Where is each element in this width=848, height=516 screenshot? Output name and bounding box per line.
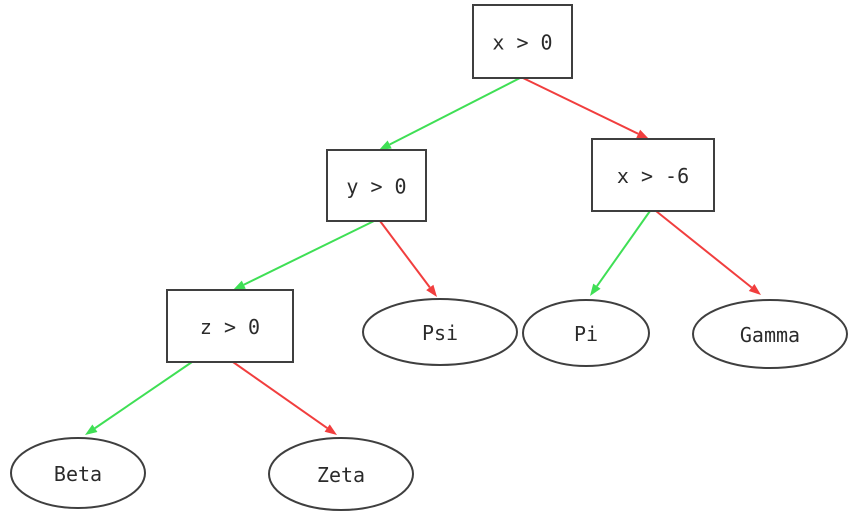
node-label-cond-x-gt-m6: x > -6 [617, 164, 689, 188]
node-leaf-gamma: Gamma [692, 299, 848, 369]
arrowhead-false-cond-y-gt-0-to-leaf-psi [426, 284, 437, 297]
arrowhead-true-cond-y-gt-0-to-cond-z-gt-0 [233, 280, 246, 290]
edge-false-cond-x-gt-0-to-cond-x-gt-m6 [522, 77, 639, 135]
node-label-cond-z-gt-0: z > 0 [200, 315, 260, 339]
node-leaf-zeta: Zeta [268, 437, 414, 511]
node-label-cond-y-gt-0: y > 0 [346, 174, 406, 198]
node-label-leaf-beta: Beta [54, 462, 102, 486]
node-shape-leaf-gamma [692, 299, 848, 369]
node-leaf-pi: Pi [522, 299, 650, 367]
edge-true-cond-y-gt-0-to-cond-z-gt-0 [243, 220, 375, 286]
edge-true-cond-x-gt-0-to-cond-y-gt-0 [389, 77, 521, 146]
node-leaf-beta: Beta [10, 437, 146, 509]
node-label-cond-x-gt-0: x > 0 [492, 30, 552, 54]
node-shape-leaf-zeta [268, 437, 414, 511]
arrowhead-false-cond-x-gt-m6-to-leaf-gamma [748, 283, 761, 295]
node-shape-leaf-pi [522, 299, 650, 367]
arrowhead-true-cond-x-gt-0-to-cond-y-gt-0 [379, 140, 392, 150]
edge-false-cond-x-gt-m6-to-leaf-gamma [655, 210, 753, 289]
node-label-leaf-gamma: Gamma [740, 323, 800, 347]
node-shape-leaf-psi [362, 298, 518, 366]
arrowhead-false-cond-x-gt-0-to-cond-x-gt-m6 [636, 129, 649, 139]
node-shape-cond-z-gt-0 [166, 289, 294, 363]
edge-false-cond-y-gt-0-to-leaf-psi [379, 220, 431, 288]
node-shape-leaf-beta [10, 437, 146, 509]
arrowhead-true-cond-x-gt-m6-to-leaf-pi [590, 283, 601, 296]
node-cond-z-gt-0: z > 0 [166, 289, 294, 363]
edge-true-cond-z-gt-0-to-leaf-beta [94, 361, 193, 430]
node-label-leaf-psi: Psi [422, 321, 458, 345]
arrowhead-false-cond-z-gt-0-to-leaf-zeta [324, 424, 337, 435]
node-label-leaf-pi: Pi [574, 322, 598, 346]
node-leaf-psi: Psi [362, 298, 518, 366]
node-cond-y-gt-0: y > 0 [326, 149, 427, 222]
edge-true-cond-x-gt-m6-to-leaf-pi [596, 210, 651, 287]
node-shape-cond-x-gt-0 [472, 4, 573, 79]
node-cond-x-gt-0: x > 0 [472, 4, 573, 79]
node-shape-cond-x-gt-m6 [591, 138, 715, 212]
edges-layer [85, 77, 761, 435]
node-cond-x-gt-m6: x > -6 [591, 138, 715, 212]
edge-false-cond-z-gt-0-to-leaf-zeta [232, 361, 328, 429]
node-label-leaf-zeta: Zeta [317, 463, 365, 487]
node-shape-cond-y-gt-0 [326, 149, 427, 222]
arrowhead-true-cond-z-gt-0-to-leaf-beta [85, 424, 98, 435]
